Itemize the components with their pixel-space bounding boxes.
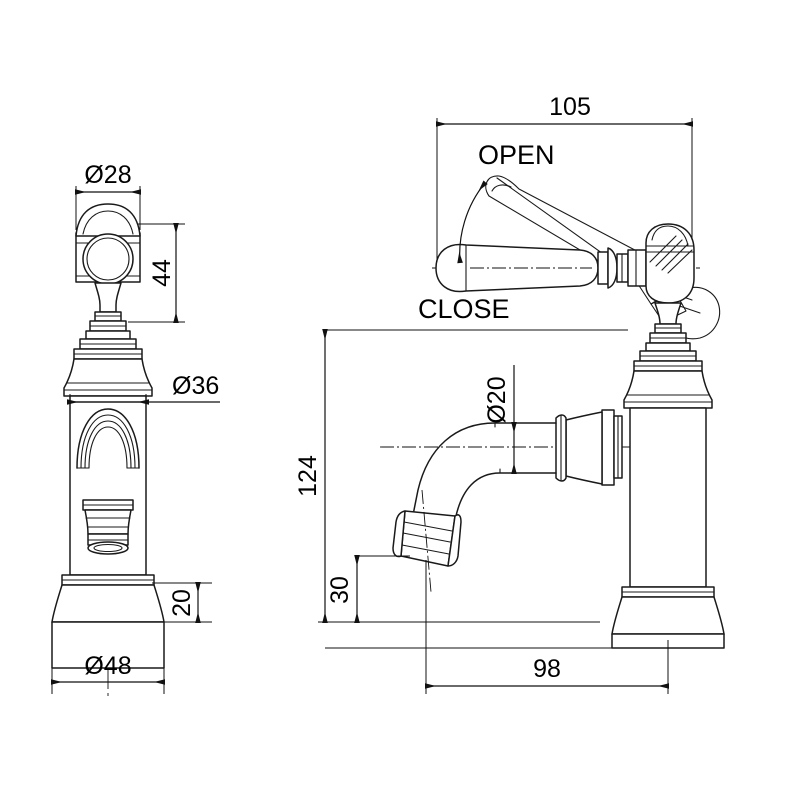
right-handle-neck xyxy=(645,302,691,352)
dimension-dia36: Ø36 xyxy=(67,372,220,405)
dimension-dia28: Ø28 xyxy=(75,161,141,230)
dimension-105: 105 xyxy=(436,93,693,262)
dim-label-44: 44 xyxy=(148,259,176,287)
dim-label-dia20: Ø20 xyxy=(483,376,511,423)
right-base xyxy=(611,586,725,649)
valve-head-dome xyxy=(645,223,695,304)
label-close: CLOSE xyxy=(418,294,510,324)
label-open: OPEN xyxy=(478,140,555,170)
dimension-124: 124 xyxy=(294,329,628,649)
dimension-dia20: Ø20 xyxy=(483,365,517,474)
left-side-view: Ø28 44 Ø36 20 Ø48 xyxy=(51,161,220,700)
dim-label-105: 105 xyxy=(549,93,591,121)
left-base xyxy=(51,574,165,669)
dim-label-30: 30 xyxy=(326,576,354,604)
dim-label-20: 20 xyxy=(168,589,196,617)
spout-outlet-axis xyxy=(421,489,432,593)
left-spout-outlet xyxy=(82,499,134,555)
left-bell-shroud xyxy=(63,338,153,397)
right-bell-shroud xyxy=(623,350,713,409)
dimension-98: 98 xyxy=(425,560,669,694)
left-handle-hub xyxy=(75,203,141,285)
open-close-rotation-arc xyxy=(457,180,488,264)
dim-label-124: 124 xyxy=(294,455,322,497)
right-body-column xyxy=(629,407,707,588)
lever-close-position xyxy=(435,243,647,293)
left-body-column xyxy=(69,395,147,576)
dimension-20: 20 xyxy=(152,582,212,623)
left-spout-end-on xyxy=(76,408,140,469)
spout-assembly xyxy=(392,409,623,593)
right-front-view: OPEN CLOSE 105 Ø20 124 30 xyxy=(294,93,725,694)
dim-label-98: 98 xyxy=(533,655,561,683)
left-handle-neck xyxy=(85,282,131,340)
dim-label-dia48: Ø48 xyxy=(84,652,131,680)
dim-label-dia36: Ø36 xyxy=(172,372,219,400)
dimension-30: 30 xyxy=(326,555,410,623)
spout-outlet xyxy=(392,510,462,567)
dimension-dia48: Ø48 xyxy=(51,652,165,694)
dim-label-dia28: Ø28 xyxy=(84,161,131,189)
dimension-44: 44 xyxy=(128,223,185,323)
